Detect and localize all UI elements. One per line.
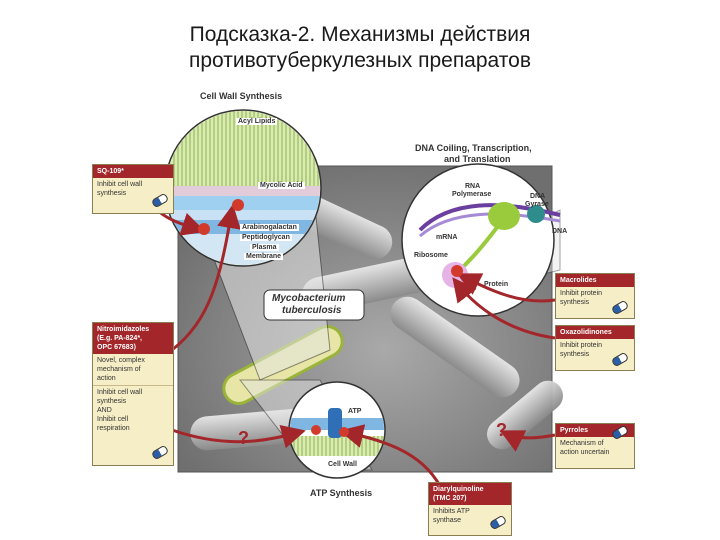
inhibition-marker [311, 425, 321, 435]
atp-synthesis-label: ATP Synthesis [310, 488, 373, 498]
mycolic-acid-label: Mycolic Acid [258, 182, 305, 189]
dna-gyrase-shape [527, 205, 545, 223]
atp-cell-wall-label: Cell Wall [328, 461, 357, 468]
inhibition-marker [451, 265, 463, 277]
rna-polymerase-shape [488, 202, 520, 230]
rna-polymerase-label-2: Polymerase [452, 191, 492, 198]
atp-synthase-shape [328, 408, 342, 438]
question-mark-right: ? [496, 420, 507, 440]
drug-name: Nitroimidazoles(E.g. PA-824*,OPC 67683) [93, 323, 173, 354]
dna-gyrase-label-1: DNA [530, 193, 546, 200]
peptidoglycan-label: Peptidoglycan [240, 234, 292, 241]
arabinogalactan-label: Arabinogalactan [240, 224, 299, 231]
drug-box-sq109: SQ-109* Inhibit cell wall synthesis [92, 164, 174, 214]
protein-label: Protein [484, 281, 509, 288]
drug-desc: Inhibit cell wall [97, 181, 143, 188]
drug-box-nitroimidazoles: Nitroimidazoles(E.g. PA-824*,OPC 67683) … [92, 322, 174, 466]
arrow-pyrroles [499, 430, 556, 452]
mrna-label: mRNA [436, 234, 458, 241]
plasma-membrane-label-1: Plasma [250, 244, 279, 251]
drug-name: Macrolides [556, 274, 634, 287]
inhibition-marker [232, 199, 244, 211]
acyl-lipids-label: Acyl Lipids [236, 118, 278, 125]
page-title-line-2: противотуберкулезных препаратов [189, 49, 531, 72]
dna-header-line-1: DNA Coiling, Transcription, [415, 143, 532, 153]
dna-label: DNA [552, 228, 568, 235]
drug-desc: synthesis [97, 190, 127, 197]
drug-name: SQ-109* [93, 165, 173, 178]
arrow-nitro-wall [171, 204, 241, 352]
mycobacterium-label-1: Mycobacterium [272, 293, 346, 304]
drug-name: Diarylquinoline(TMC 207) [429, 483, 511, 505]
arrow-nitro-atp [171, 425, 306, 449]
mycobacterium-label-box [263, 289, 365, 321]
inhibition-marker [198, 223, 210, 235]
inhibition-marker [339, 427, 349, 437]
mycobacterium-label-2: tuberculosis [282, 305, 342, 316]
drug-name: Oxazolidinones [556, 326, 634, 339]
dna-header-line-2: and Translation [444, 154, 511, 164]
ribosome-label: Ribosome [414, 252, 448, 259]
plasma-membrane-label-2: Membrane [244, 253, 284, 260]
arrow-diarylquinoline [339, 424, 442, 487]
dna-gyrase-label-2: Gyrase [525, 201, 549, 208]
question-mark-left: ? [238, 428, 249, 448]
rna-polymerase-label-1: RNA [465, 183, 481, 190]
dna-circle [401, 163, 555, 317]
cell-wall-synthesis-label: Cell Wall Synthesis [200, 91, 283, 101]
atp-label: ATP [348, 408, 362, 415]
arrow-oxazolidinones [452, 277, 556, 340]
page-title-line-1: Подсказка-2. Механизмы действия [189, 23, 531, 46]
